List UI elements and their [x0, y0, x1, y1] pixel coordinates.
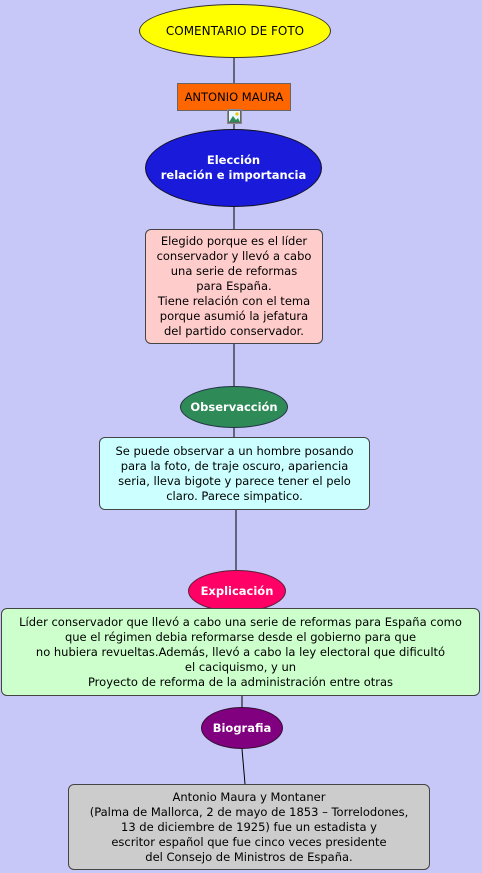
subject-node: ANTONIO MAURA — [177, 83, 291, 111]
explicacion-node: Explicación — [188, 570, 286, 612]
eleccion-text: Elegido porque es el líder conservador y… — [156, 234, 312, 338]
observacion-heading: Observacción — [190, 400, 278, 414]
biografia-text: Antonio Maura y Montaner (Palma de Mallo… — [89, 789, 409, 864]
explicacion-text: Líder conservador que llevó a cabo una s… — [19, 614, 462, 689]
connector-biografia-text — [241, 748, 246, 785]
eleccion-heading: Elección relación e importancia — [160, 153, 307, 182]
observacion-text-box: Se puede observar a un hombre posando pa… — [99, 437, 370, 510]
biografia-node: Biografia — [201, 707, 283, 749]
title-node: COMENTARIO DE FOTO — [139, 4, 331, 58]
eleccion-node: Elección relación e importancia — [145, 129, 322, 207]
biografia-heading: Biografia — [212, 721, 272, 735]
explicacion-heading: Explicación — [200, 584, 274, 598]
subject-label: ANTONIO MAURA — [184, 90, 284, 104]
explicacion-text-box: Líder conservador que llevó a cabo una s… — [1, 608, 480, 696]
eleccion-text-box: Elegido porque es el líder conservador y… — [145, 229, 323, 344]
biografia-text-box: Antonio Maura y Montaner (Palma de Mallo… — [68, 784, 430, 870]
title-label: COMENTARIO DE FOTO — [165, 24, 305, 38]
observacion-node: Observacción — [180, 386, 288, 428]
image-icon-graphic — [228, 110, 241, 123]
observacion-text: Se puede observar a un hombre posando pa… — [115, 443, 354, 503]
image-icon[interactable] — [227, 109, 242, 124]
